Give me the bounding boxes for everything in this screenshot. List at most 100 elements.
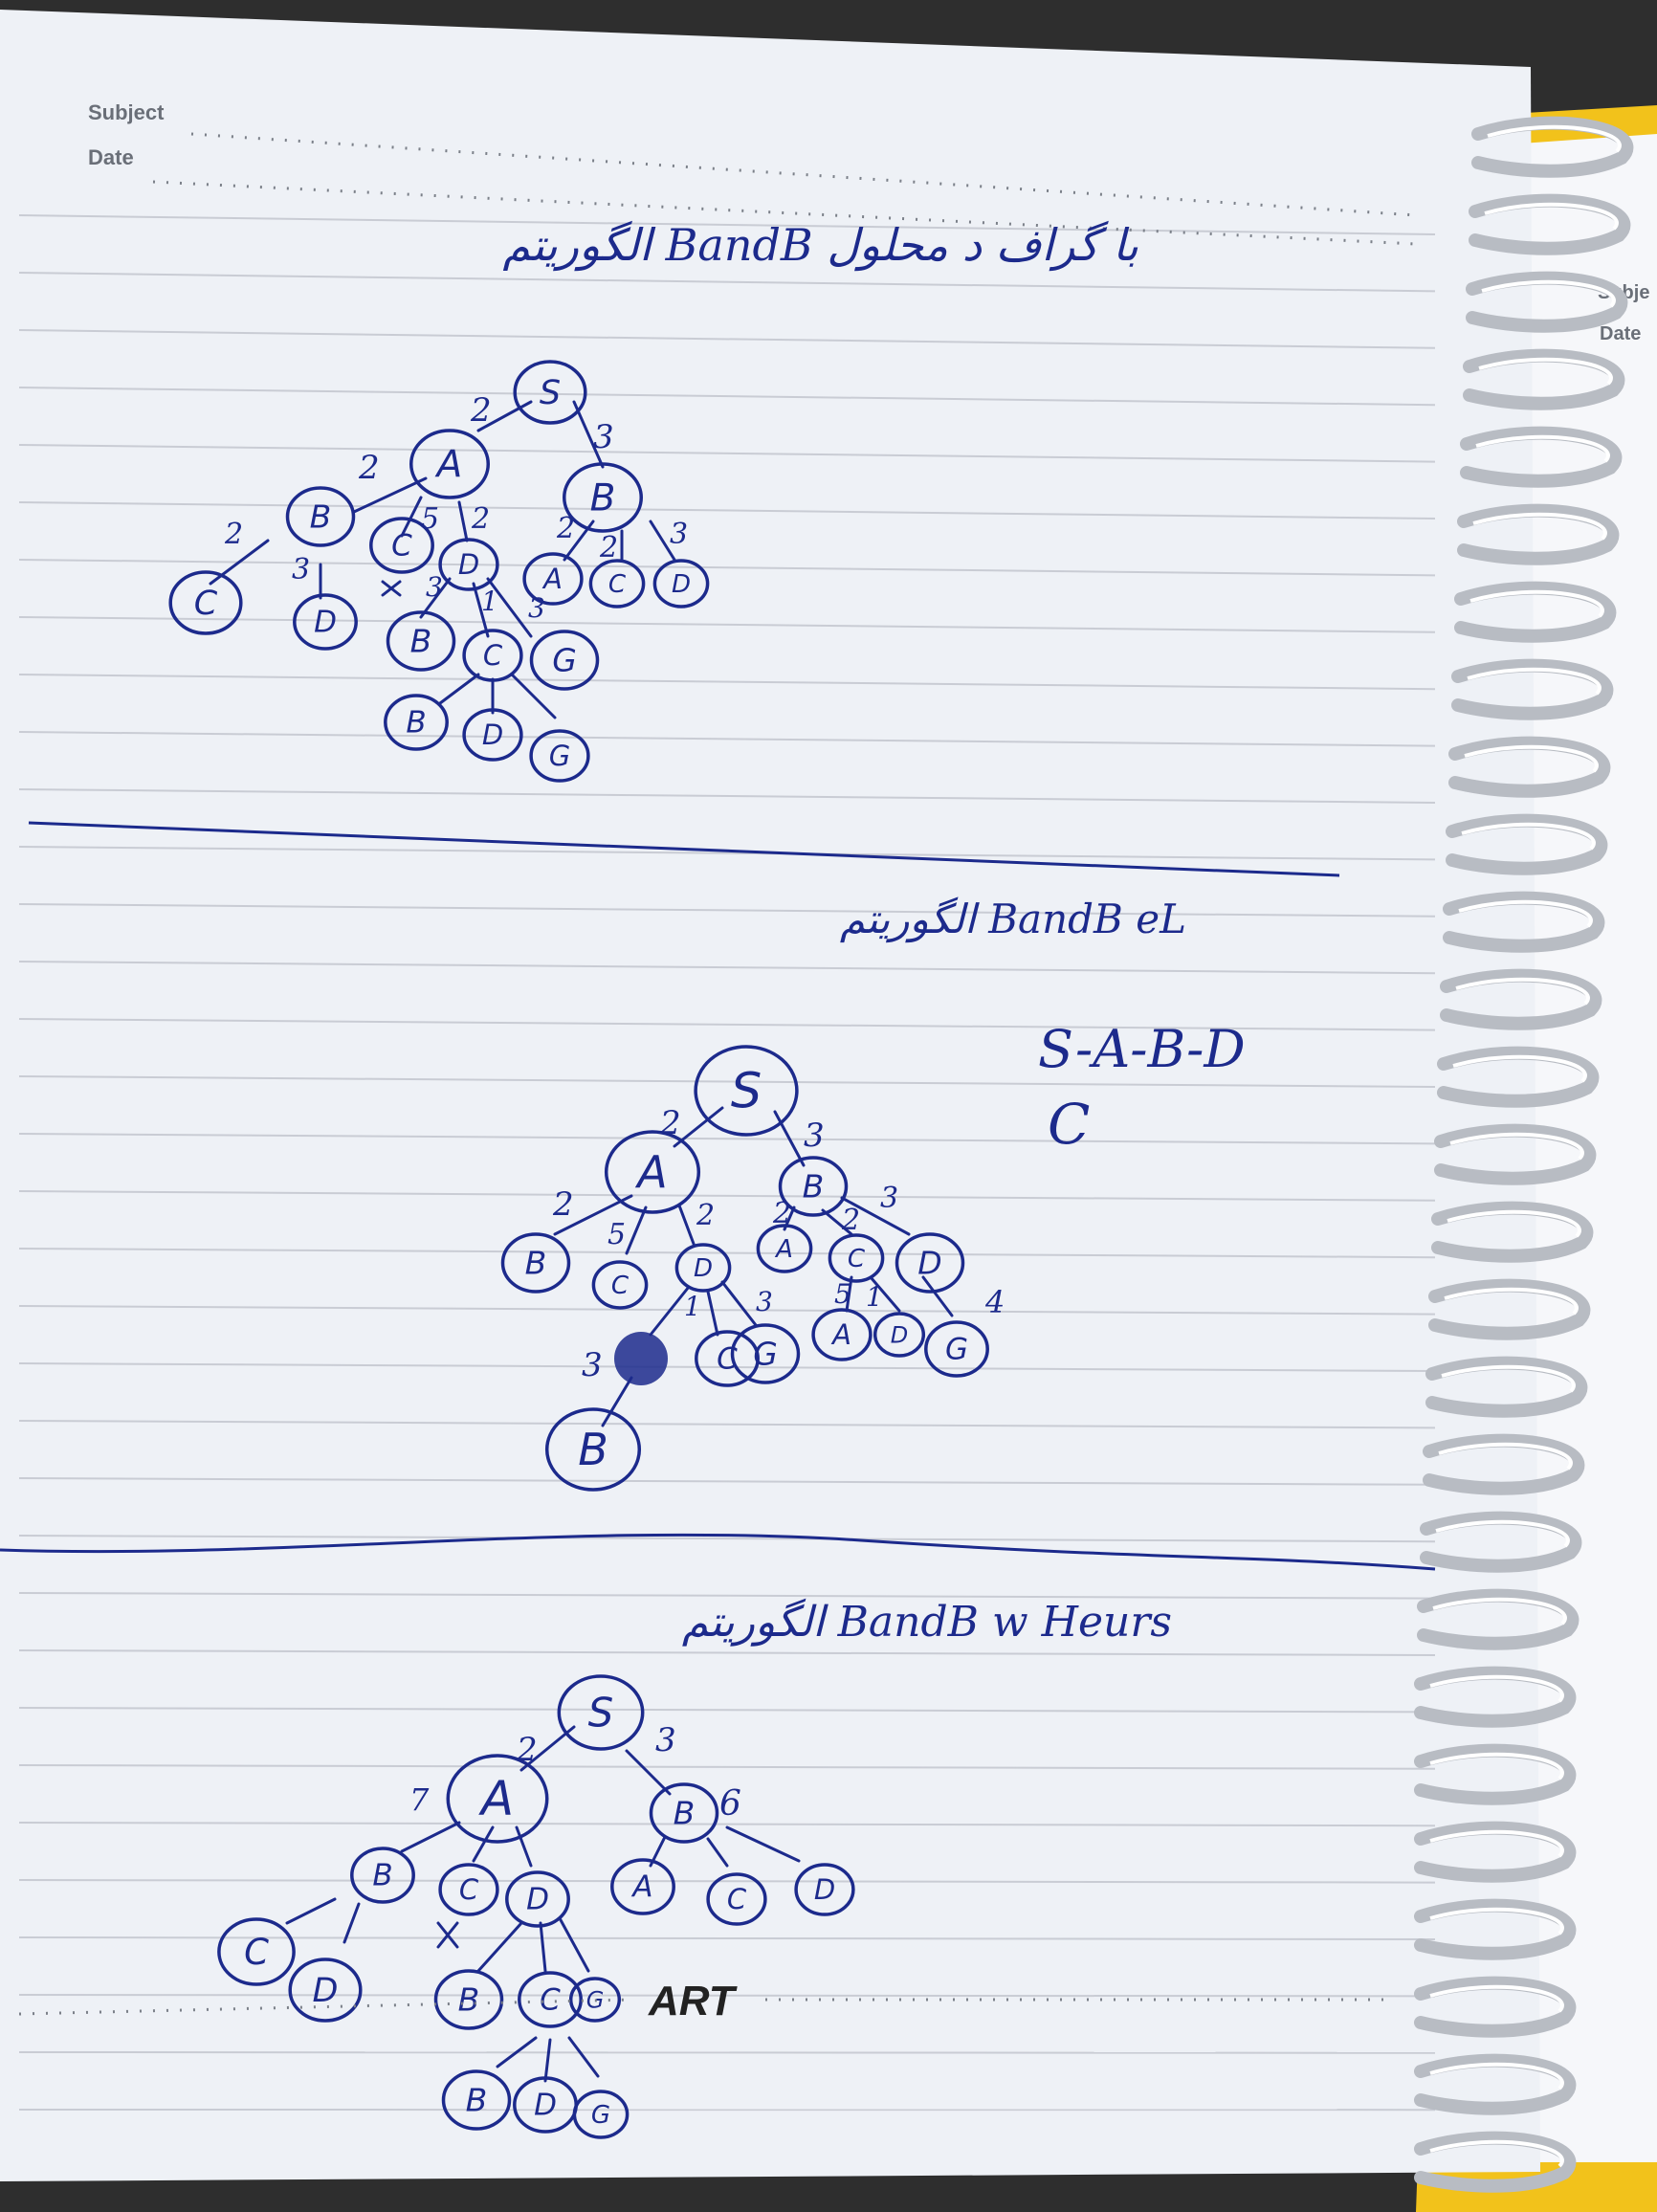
node-label: D (891, 1321, 908, 1348)
node-label: B (674, 1794, 696, 1831)
spiral-ring (1414, 1821, 1577, 1883)
edge-weights: 2 3 2 5 2 2 2 3 2 3 3 1 3 (224, 391, 688, 624)
node-circle (446, 1754, 549, 1844)
spiral-ring (1466, 271, 1628, 333)
edge-weight: 2 (470, 391, 492, 430)
section-divider-1 (28, 821, 1340, 877)
spiral-ring (1414, 1898, 1577, 1960)
node-label: A (541, 563, 563, 595)
edge-weight: 1 (866, 1281, 883, 1313)
spiral-ring-highlight (1464, 744, 1599, 773)
edge-weight: 2 (599, 531, 618, 564)
spiral-ring (1417, 1588, 1580, 1650)
node-label: A (478, 1771, 514, 1826)
rule-line (18, 1018, 1436, 1031)
node-label: D (814, 1873, 835, 1906)
node-label: D (314, 606, 337, 640)
spiral-ring (1463, 348, 1625, 410)
node-label: B (466, 2081, 488, 2118)
node-label: B (590, 476, 616, 520)
tree-node-a: A (756, 1224, 813, 1273)
edge-weight: 4 (984, 1284, 1005, 1320)
edge-weight: 3 (880, 1182, 898, 1215)
spiral-ring-highlight (1429, 2062, 1564, 2090)
edge-weight: 1 (684, 1291, 701, 1322)
rule-line (18, 444, 1436, 463)
heuristic-mark: 7 (409, 1781, 430, 1818)
edge-weight: 2 (556, 512, 575, 545)
edge-weight: 3 (655, 1721, 676, 1759)
node-circle (522, 552, 584, 606)
spiral-ring-highlight (1438, 1442, 1573, 1471)
node-label: S (540, 374, 561, 412)
node-circle (513, 360, 587, 425)
edge-weight: 2 (841, 1204, 860, 1237)
spiral-ring (1440, 968, 1602, 1030)
tree-edges (209, 400, 676, 719)
node-label: C (459, 1873, 479, 1906)
tree-node-d: D (794, 1863, 855, 1916)
node-label: G (591, 2101, 610, 2130)
node-circle (386, 610, 456, 672)
spiral-ring-highlight (1461, 822, 1596, 851)
edge-weights: 2 3 2 5 2 2 2 3 1 3 5 1 4 3 (552, 1104, 1005, 1384)
node-circle (794, 1863, 855, 1916)
node-circle (293, 593, 358, 651)
spiral-ring-highlight (1435, 1519, 1570, 1548)
node-label: C (727, 1883, 747, 1915)
tree-node-d: D (462, 708, 523, 762)
node-circle (563, 462, 643, 533)
subject-label: Subject (88, 100, 165, 124)
spiral-ring (1460, 426, 1623, 488)
next-page-date-label: Date (1600, 323, 1641, 344)
tree-node-d: D (288, 1958, 363, 2023)
node-label: B (410, 622, 432, 659)
tree-node-b: B (441, 2069, 512, 2131)
node-circle (604, 1130, 701, 1214)
rule-line (18, 731, 1436, 747)
node-circle (591, 1260, 649, 1310)
ruled-lines (18, 214, 1436, 2112)
edge-weight: 5 (608, 1218, 626, 1251)
spiral-ring (1446, 813, 1608, 875)
spiral-ring-highlight (1472, 512, 1607, 541)
rule-line (18, 214, 1436, 235)
rule-line (18, 1822, 1436, 1827)
node-label: B (458, 1980, 480, 2018)
tree-node-b: B (563, 462, 643, 533)
tree-node-g: G (730, 1323, 801, 1384)
spiral-ring (1414, 1743, 1577, 1805)
node-label: D (534, 2089, 557, 2123)
tree-node-c: C (518, 1971, 583, 2028)
rule-line (18, 329, 1436, 349)
node-circle (168, 570, 243, 635)
node-label: C (391, 529, 412, 564)
rule-line (18, 1420, 1436, 1429)
node-label: B (310, 498, 332, 535)
rule-line (18, 501, 1436, 520)
tree-node-s: S (513, 360, 587, 425)
spiral-ring-highlight (1429, 2139, 1564, 2168)
node-circle (217, 1917, 296, 1986)
tree-node-b: B (649, 1782, 719, 1844)
node-label: D (526, 1883, 549, 1917)
rule-line (18, 1994, 1436, 1998)
tree-node-a: A (522, 552, 584, 606)
edge-weight: 2 (659, 1104, 681, 1142)
node-label: B (578, 1424, 608, 1475)
tree-node-a: A (409, 429, 490, 499)
tree-node-d: D (895, 1232, 965, 1294)
tree-node-g: G (529, 729, 590, 783)
node-circle (695, 1330, 760, 1387)
spiral-ring (1431, 1201, 1594, 1263)
edge-weight: 2 (772, 1197, 791, 1230)
rule-line (18, 1936, 1436, 1940)
edge-weight: 3 (670, 518, 688, 551)
tree-node-b: B (384, 694, 449, 751)
tree-node-c: C (706, 1872, 767, 1926)
tree-node-d: D (674, 1243, 732, 1293)
node-circle (288, 1958, 363, 2023)
node-circle (462, 629, 523, 682)
